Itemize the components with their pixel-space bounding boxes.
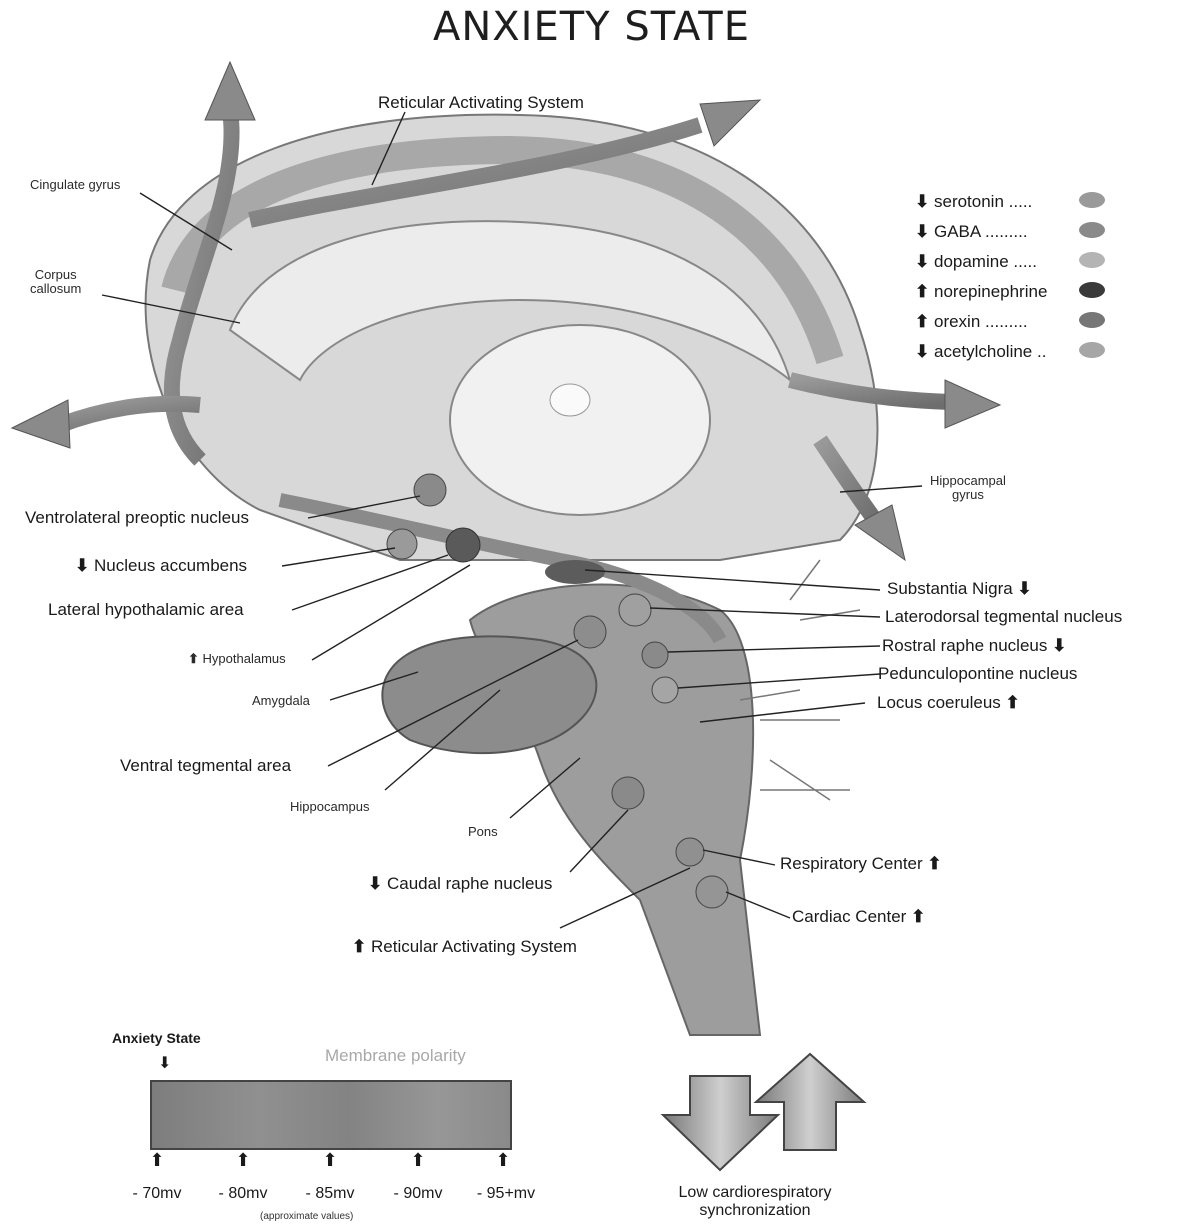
legend-dots: ......... (985, 222, 1028, 241)
label-vlpo: Ventrolateral preoptic nucleus (25, 509, 249, 528)
membrane-value: - 90mv (378, 1185, 458, 1203)
approximate-note: (approximate values) (260, 1211, 353, 1222)
tick-arrow-icon: ⬆ (408, 1150, 428, 1171)
lateral-hypo-dot (446, 528, 480, 562)
up-arrow-icon: ⬆ (911, 907, 925, 926)
membrane-polarity-title: Membrane polarity (325, 1046, 466, 1066)
legend-text: ⬆ orexin ......... (915, 312, 1028, 332)
legend-text: ⬇ acetylcholine .. (915, 342, 1046, 362)
label-nucleus-accumbens: ⬇ Nucleus accumbens (75, 557, 247, 576)
down-arrow-icon: ⬇ (915, 222, 929, 241)
label-pedunculopontine: Pedunculopontine nucleus (878, 665, 1077, 684)
legend-name: orexin (934, 312, 980, 331)
legend-dots: ......... (985, 312, 1028, 331)
ldt-dot (619, 594, 651, 626)
legend-text: ⬇ serotonin ..... (915, 192, 1032, 212)
page-title: ANXIETY STATE (0, 4, 1183, 50)
vta-dot (574, 616, 606, 648)
legend-name: dopamine (934, 252, 1009, 271)
caudal-raphe-dot (612, 777, 644, 809)
tick-arrow-icon: ⬆ (147, 1150, 167, 1171)
up-arrow-icon: ⬆ (927, 854, 941, 873)
up-arrow-icon: ⬆ (915, 312, 929, 331)
legend-text: ⬆ norepinephrine (915, 282, 1047, 302)
membrane-polarity-bar (150, 1080, 512, 1150)
tick-arrow-icon: ⬆ (233, 1150, 253, 1171)
label-lateral-hypo: Lateral hypothalamic area (48, 601, 244, 620)
label-reticular-top: Reticular Activating System (378, 94, 584, 113)
label-hippocampus: Hippocampus (290, 800, 370, 814)
label-corpus: Corpus callosum (30, 268, 81, 297)
up-arrow-icon: ⬆ (1006, 693, 1020, 712)
label-vta: Ventral tegmental area (120, 757, 291, 776)
down-arrow-icon: ⬇ (915, 342, 929, 361)
membrane-value: - 70mv (117, 1185, 197, 1203)
legend-swatch (1079, 282, 1105, 298)
legend-dots: ..... (1009, 192, 1033, 211)
down-arrow-icon: ⬇ (915, 252, 929, 271)
legend-item: ⬇ acetylcholine .. (915, 338, 1105, 368)
cardiac-dot (696, 876, 728, 908)
down-arrow-icon: ⬇ (368, 874, 382, 893)
label-laterodorsal: Laterodorsal tegmental nucleus (885, 608, 1122, 627)
sync-label: Low cardiorespiratory synchronization (640, 1184, 870, 1219)
label-hippocampal-gyrus: Hippocampal gyrus (930, 474, 1006, 503)
legend-swatch (1079, 222, 1105, 238)
legend-item: ⬆ norepinephrine (915, 278, 1105, 308)
label-caudal-raphe: ⬇ Caudal raphe nucleus (368, 875, 552, 894)
legend-name: norepinephrine (934, 282, 1047, 301)
legend-name: acetylcholine (934, 342, 1032, 361)
legend-swatch (1079, 252, 1105, 268)
legend-item: ⬆ orexin ......... (915, 308, 1105, 338)
label-pons: Pons (468, 825, 498, 839)
down-arrow-icon: ⬇ (75, 556, 89, 575)
legend-swatch (1079, 342, 1105, 358)
nucleus-accumbens-dot (387, 529, 417, 559)
label-hypothalamus: ⬆ Hypothalamus (188, 652, 286, 666)
label-rostral-raphe: Rostral raphe nucleus ⬇ (882, 637, 1066, 656)
vlpo-nucleus (414, 474, 446, 506)
rostral-raphe-dot (642, 642, 668, 668)
legend-dots: .. (1037, 342, 1046, 361)
label-cingulate: Cingulate gyrus (30, 178, 120, 192)
legend-text: ⬇ dopamine ..... (915, 252, 1037, 272)
legend-item: ⬇ serotonin ..... (915, 188, 1105, 218)
down-arrow-icon: ⬇ (915, 192, 929, 211)
down-arrow-shape (663, 1076, 778, 1170)
legend-swatch (1079, 312, 1105, 328)
neurotransmitter-legend: ⬇ serotonin .....⬇ GABA .........⬇ dopam… (915, 188, 1105, 368)
label-substantia-nigra: Substantia Nigra ⬇ (887, 580, 1032, 599)
up-arrow-icon: ⬆ (915, 282, 929, 301)
legend-name: serotonin (934, 192, 1004, 211)
respiratory-dot (676, 838, 704, 866)
label-amygdala: Amygdala (252, 694, 310, 708)
legend-swatch (1079, 192, 1105, 208)
down-arrow-icon: ⬇ (1052, 636, 1066, 655)
legend-dots: ..... (1013, 252, 1037, 271)
membrane-value: - 85mv (290, 1185, 370, 1203)
legend-item: ⬇ GABA ......... (915, 218, 1105, 248)
label-locus-coeruleus: Locus coeruleus ⬆ (877, 694, 1020, 713)
anxiety-state-label: Anxiety State (112, 1030, 201, 1046)
thalamus-shape (450, 325, 710, 515)
tick-arrow-icon: ⬆ (320, 1150, 340, 1171)
tick-arrow-icon: ⬆ (493, 1150, 513, 1171)
legend-name: GABA (934, 222, 980, 241)
legend-item: ⬇ dopamine ..... (915, 248, 1105, 278)
down-arrow-icon: ⬇ (1017, 579, 1031, 598)
label-cardiac: Cardiac Center ⬆ (792, 908, 925, 927)
anxiety-state-arrow-icon: ⬇ (158, 1053, 171, 1073)
up-arrow-icon: ⬆ (188, 651, 199, 666)
label-ras-bottom: ⬆ Reticular Activating System (352, 938, 577, 957)
label-respiratory: Respiratory Center ⬆ (780, 855, 942, 874)
substantia-nigra-shape (545, 560, 605, 584)
legend-text: ⬇ GABA ......... (915, 222, 1028, 242)
membrane-value: - 95+mv (466, 1185, 546, 1203)
membrane-value: - 80mv (203, 1185, 283, 1203)
up-arrow-shape (756, 1054, 864, 1150)
up-arrow-icon: ⬆ (352, 937, 366, 956)
ppn-dot (652, 677, 678, 703)
